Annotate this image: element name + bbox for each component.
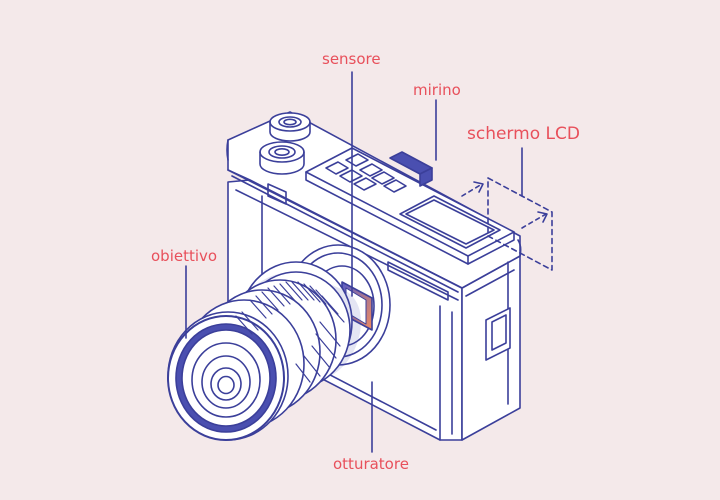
dial-lower xyxy=(259,141,305,175)
leader-lines xyxy=(185,71,523,453)
front-window xyxy=(267,183,449,301)
label-lcd-screen: schermo LCD xyxy=(467,124,580,144)
side-door xyxy=(485,307,511,361)
label-shutter: otturatore xyxy=(333,455,409,473)
label-sensor: sensore xyxy=(322,50,381,68)
label-viewfinder: mirino xyxy=(413,81,461,99)
top-plate xyxy=(305,147,515,265)
viewfinder-block xyxy=(389,151,433,187)
label-lens: obiettivo xyxy=(151,247,218,265)
lcd-arrowheads xyxy=(473,181,548,223)
lcd-screen-outline xyxy=(487,177,553,271)
lens-grip-hatching xyxy=(235,281,345,383)
lcd-arrows xyxy=(461,183,547,229)
dial-upper xyxy=(269,112,311,142)
lens-barrel xyxy=(167,261,362,441)
